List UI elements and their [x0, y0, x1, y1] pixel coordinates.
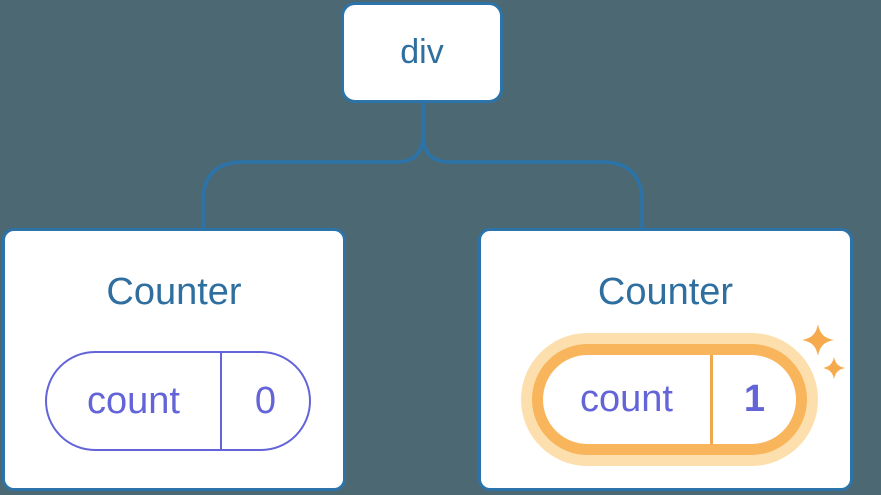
state-pill-highlighted: count 1: [532, 344, 807, 455]
counter-card-right: Counter count 1: [478, 228, 853, 491]
state-value: 1: [743, 378, 766, 420]
sparkles-icon: [802, 324, 845, 379]
counter-card-left: Counter count 0: [2, 228, 346, 491]
root-node-label: div: [400, 33, 444, 71]
root-node-div: div: [341, 2, 503, 103]
state-key: count: [47, 353, 222, 449]
component-title: Counter: [597, 271, 734, 313]
component-title: Counter: [106, 271, 242, 313]
state-pill: count 0: [45, 351, 311, 451]
state-key: count: [543, 355, 713, 444]
state-value: 0: [254, 379, 277, 422]
